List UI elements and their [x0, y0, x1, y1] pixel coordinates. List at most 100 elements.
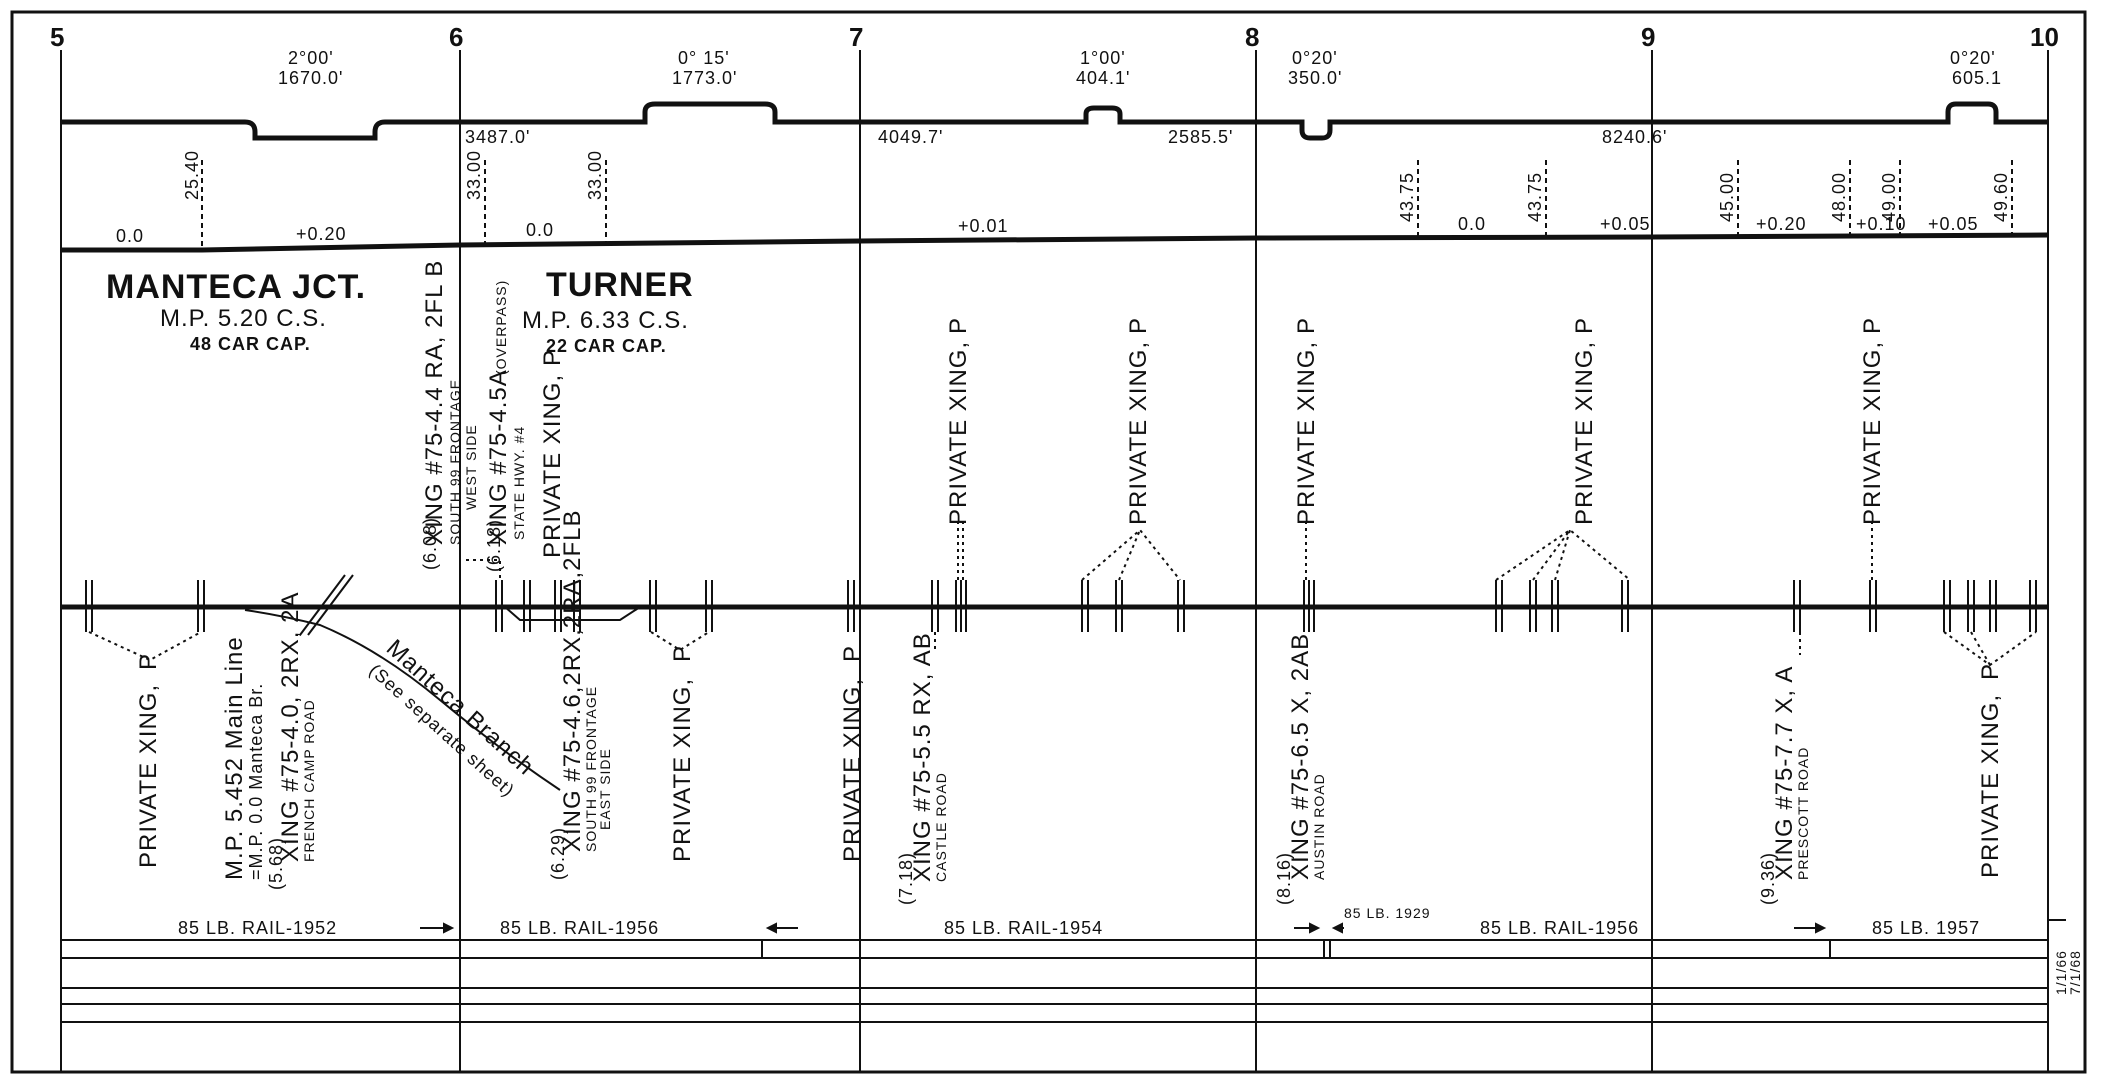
- rail-section-5: 85 LB. RAIL-1956: [1480, 918, 1639, 938]
- chart-frame: [10, 10, 2087, 1074]
- elevation-3: 33.00: [585, 150, 605, 200]
- xing-568-road: FRENCH CAMP ROAD: [301, 699, 317, 862]
- xing-618-milepost: (6.18): [484, 519, 504, 572]
- curve-4-length: 350.0': [1288, 68, 1342, 88]
- manteca-branch-track: [244, 609, 561, 791]
- profile-line: [61, 232, 2049, 253]
- xing-718-number: XING #75-5.5 RX, AB: [909, 632, 936, 882]
- rail-band: [61, 919, 2066, 1023]
- curve-2-degree: 0° 15': [678, 48, 730, 68]
- elevation-8: 49.00: [1879, 172, 1899, 222]
- rail-section-4: 85 LB. 1929: [1344, 905, 1431, 921]
- private-xing-upper-2-p: P: [945, 317, 972, 334]
- tangent-3: 2585.5': [1168, 127, 1234, 147]
- private-xing-upper-2: PRIVATE XING,: [945, 341, 972, 525]
- elevation-markers: [201, 160, 2013, 248]
- rail-section-6: 85 LB. 1957: [1872, 918, 1980, 938]
- station-turner: TURNER M.P. 6.33 C.S. 22 CAR CAP.: [522, 266, 694, 356]
- xing-608-milepost: (6.08): [420, 517, 440, 570]
- elevation-6: 45.00: [1717, 172, 1737, 222]
- curve-5-degree: 0°20': [1950, 48, 1996, 68]
- grade-8: +0.10: [1856, 214, 1907, 234]
- private-xing-lower-3-p: P: [839, 645, 866, 662]
- grade-labels: 0.0 +0.20 0.0 +0.01 0.0 +0.05 +0.20 +0.1…: [116, 214, 1979, 246]
- curve-3-length: 404.1': [1076, 68, 1130, 88]
- milepost-9: 9: [1641, 22, 1655, 52]
- xing-629-milepost: (6.29): [548, 827, 568, 880]
- milepost-8: 8: [1245, 22, 1259, 52]
- manteca-branch-milepost: =M.P. 0.0 Manteca Br.: [246, 683, 266, 880]
- private-xing-lower-1: PRIVATE XING,: [135, 684, 162, 868]
- private-xing-lower-2: PRIVATE XING,: [669, 678, 696, 862]
- xing-568-number: XING #75-4.0, 2RX, 2A: [277, 592, 304, 862]
- elevation-4: 43.75: [1397, 172, 1417, 222]
- xing-816-road: AUSTIN ROAD: [1311, 773, 1327, 880]
- xing-608-side: WEST SIDE: [463, 424, 479, 510]
- xing-629-side: EAST SIDE: [597, 748, 613, 830]
- milepost-7: 7: [849, 22, 863, 52]
- upper-crossing-labels: (6.08) XING #75-4.4 RA, 2FL B SOUTH 99 F…: [420, 260, 1886, 572]
- grade-3: 0.0: [526, 220, 554, 240]
- rail-section-2: 85 LB. RAIL-1956: [500, 918, 659, 938]
- milepost-6: 6: [449, 22, 463, 52]
- milepost-10: 10: [2030, 22, 2059, 52]
- station-capacity: 48 CAR CAP.: [190, 334, 311, 354]
- curve-labels: 2°00' 1670.0' 0° 15' 1773.0' 1°00' 404.1…: [278, 48, 2002, 88]
- elevation-values: 25.40 33.00 33.00 43.75 43.75 45.00 48.0…: [182, 150, 2011, 222]
- curve-3-degree: 1°00': [1080, 48, 1126, 68]
- rail-section-3: 85 LB. RAIL-1954: [944, 918, 1103, 938]
- private-xing-upper-4-p: P: [1293, 317, 1320, 334]
- curve-1-degree: 2°00': [288, 48, 334, 68]
- xing-816-milepost: (8.16): [1274, 852, 1294, 905]
- elevation-9: 49.60: [1991, 172, 2011, 222]
- curve-5-length: 605.1: [1952, 68, 2002, 88]
- grade-9: +0.05: [1928, 214, 1979, 234]
- private-xing-upper-5-p: P: [1571, 317, 1598, 334]
- xing-618-highway: STATE HWY. #4: [511, 426, 527, 540]
- leader-lines: [88, 520, 2037, 667]
- curve-4-degree: 0°20': [1292, 48, 1338, 68]
- elevation-7: 48.00: [1829, 172, 1849, 222]
- curvature-line: [61, 101, 2048, 141]
- revision-date-1: 1/1/66: [2053, 950, 2069, 995]
- tangent-4: 8240.6': [1602, 127, 1668, 147]
- grade-5: 0.0: [1458, 214, 1486, 234]
- elevation-5: 43.75: [1525, 172, 1545, 222]
- rail-labels: 85 LB. RAIL-1952 85 LB. RAIL-1956 85 LB.…: [178, 905, 1980, 938]
- turner-siding: [504, 606, 641, 621]
- xing-608-number: XING #75-4.4 RA, 2FL B: [421, 260, 448, 545]
- tangent-labels: 3487.0' 4049.7' 2585.5' 8240.6': [465, 127, 1668, 147]
- tangent-1: 3487.0': [465, 127, 531, 147]
- rail-section-1: 85 LB. RAIL-1952: [178, 918, 337, 938]
- elevation-1: 25.40: [182, 150, 202, 200]
- private-xing-lower-2-p: P: [669, 645, 696, 662]
- station-manteca-jct: MANTECA JCT. M.P. 5.20 C.S. 48 CAR CAP.: [106, 268, 365, 354]
- milepost-5: 5: [50, 22, 64, 52]
- xing-629-number: XING #75-4.6,2RX,2RA,2FLB: [559, 510, 586, 852]
- xing-618-overpass: (OVERPASS): [493, 280, 509, 375]
- private-xing-upper-1-p: P: [539, 349, 566, 366]
- main-line-milepost: M.P. 5.452 Main Line: [221, 636, 248, 880]
- xing-618-number: XING #75-4.5A: [485, 369, 512, 545]
- station-milepost: M.P. 5.20 C.S.: [160, 305, 327, 332]
- private-xing-upper-4: PRIVATE XING,: [1293, 341, 1320, 525]
- xing-608-road: SOUTH 99 FRONTAGE: [447, 379, 463, 545]
- milepost-numbers: 5 6 7 8 9 10: [50, 22, 2059, 52]
- private-xing-lower-3: PRIVATE XING,: [839, 678, 866, 862]
- rail-arrows: [420, 922, 1827, 934]
- private-xing-upper-6: PRIVATE XING,: [1859, 341, 1886, 525]
- grade-2: +0.20: [296, 224, 347, 244]
- xing-936-number: XING #75-7.7 X, A: [1771, 666, 1798, 880]
- private-xing-upper-3-p: P: [1125, 317, 1152, 334]
- station-capacity: 22 CAR CAP.: [546, 336, 667, 356]
- curve-1-length: 1670.0': [278, 68, 344, 88]
- private-xing-lower-4-p: P: [1977, 663, 2004, 680]
- station-name: TURNER: [546, 266, 694, 304]
- xing-629-road: SOUTH 99 FRONTAGE: [583, 686, 599, 852]
- grade-7: +0.20: [1756, 214, 1807, 234]
- xing-718-milepost: (7.18): [896, 852, 916, 905]
- station-milepost: M.P. 6.33 C.S.: [522, 307, 689, 334]
- milepost-lines: [60, 50, 2049, 1072]
- private-xing-upper-6-p: P: [1859, 317, 1886, 334]
